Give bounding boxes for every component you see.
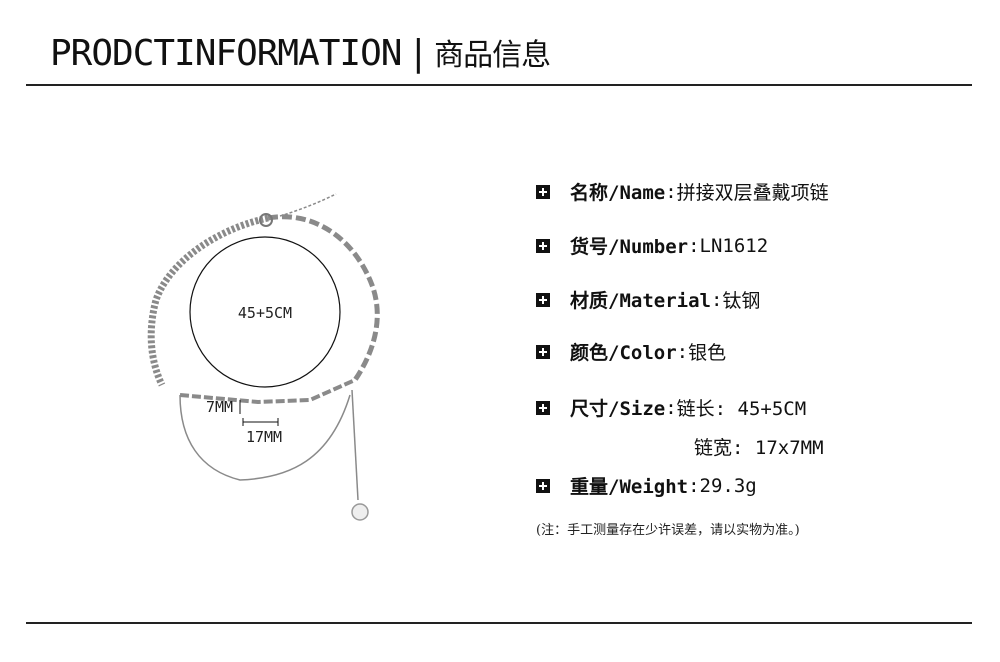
product-figure: 45+5CM 7MM 17MM — [140, 180, 440, 540]
spec-label: 尺寸/Size — [570, 398, 666, 420]
spec-separator: : — [710, 288, 723, 311]
title-en: PRODCTINFORMATION — [50, 33, 402, 74]
extender-chain — [279, 193, 337, 217]
title-cn: 商品信息 — [434, 38, 551, 73]
spec-separator: : — [688, 234, 700, 257]
spec-value: 钛钢 — [722, 290, 761, 312]
spec-value: 拼接双层叠戴项链 — [676, 182, 829, 204]
footer-divider — [26, 622, 972, 624]
spec-row-name: 名称/Name:拼接双层叠戴项链 — [536, 178, 829, 205]
spec-label: 货号/Number — [570, 236, 689, 258]
pendant-disc — [351, 503, 369, 521]
spec-value: 银色 — [688, 342, 727, 364]
plus-square-icon — [536, 238, 550, 253]
spec-label: 颜色/Color — [570, 342, 677, 364]
spec-size-width: 链宽: 17x7MM — [694, 437, 824, 459]
spec-label: 材质/Material — [570, 290, 711, 312]
spec-row-material: 材质/Material:钛钢 — [536, 286, 760, 313]
circle-label: 45+5CM — [238, 304, 292, 322]
plus-square-icon — [536, 478, 550, 493]
paperclip-chain — [267, 214, 380, 382]
plus-square-icon — [536, 184, 550, 199]
spec-separator: : — [665, 180, 677, 203]
spec-separator: : — [665, 396, 677, 419]
spec-value: LN1612 — [699, 234, 769, 257]
curb-chain — [147, 214, 269, 387]
header-divider — [26, 84, 972, 86]
plus-square-icon — [536, 400, 550, 415]
spec-label: 重量/Weight — [570, 476, 689, 498]
width-label: 7MM — [206, 398, 233, 416]
spec-row-number: 货号/Number:LN1612 — [536, 232, 768, 259]
measurement-note: (注：手工测量存在少许误差，请以实物为准。) — [536, 523, 800, 538]
spec-separator: : — [688, 474, 700, 497]
title-separator: | — [407, 33, 429, 74]
spec-row-color: 颜色/Color:银色 — [536, 338, 726, 365]
drape-chain — [179, 394, 351, 481]
lower-links — [179, 378, 356, 405]
length-circle — [189, 236, 341, 388]
spec-separator: : — [676, 340, 689, 363]
spec-row-weight: 重量/Weight:29.3g — [536, 472, 757, 499]
page-title: PRODCTINFORMATION|商品信息 — [50, 30, 551, 74]
spec-value: 链长: 45+5CM — [676, 398, 807, 420]
length-label: 17MM — [246, 428, 282, 446]
necklace-illustration: 45+5CM 7MM 17MM — [147, 193, 380, 521]
spec-value: 29.3g — [699, 474, 757, 497]
pendant-chain — [351, 389, 359, 501]
spec-row-size: 尺寸/Size:链长: 45+5CM — [536, 394, 806, 421]
spec-label: 名称/Name — [570, 182, 666, 204]
plus-square-icon — [536, 344, 550, 359]
clasp-ring — [259, 213, 273, 227]
plus-square-icon — [536, 292, 550, 307]
